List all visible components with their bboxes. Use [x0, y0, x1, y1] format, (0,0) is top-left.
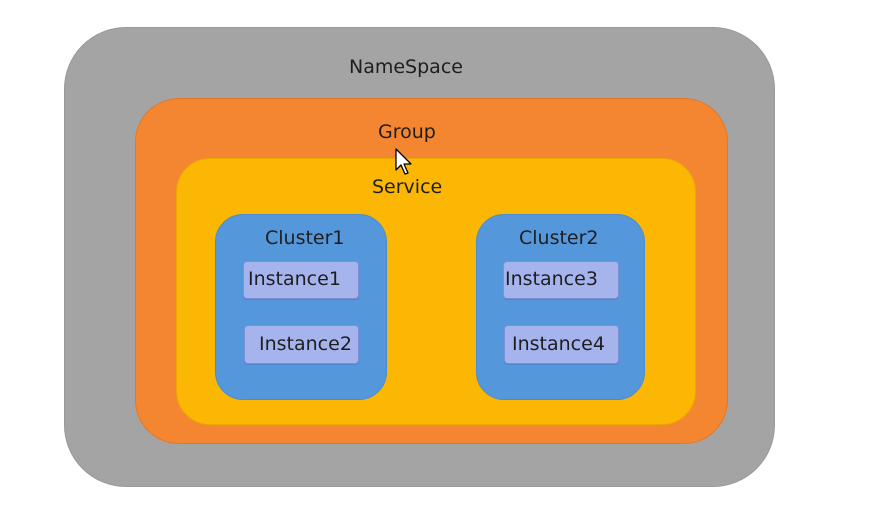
cluster2-container [476, 214, 645, 400]
group-label: Group [378, 121, 436, 143]
namespace-label: NameSpace [349, 56, 463, 78]
instance4-box [504, 325, 619, 364]
cluster2-label: Cluster2 [519, 227, 599, 249]
mouse-pointer-icon [395, 148, 412, 175]
service-label: Service [372, 176, 443, 198]
instance4-label: Instance4 [512, 333, 605, 355]
instance1-label: Instance1 [248, 268, 341, 290]
instance2-label: Instance2 [259, 333, 352, 355]
instance1-box [243, 261, 359, 299]
cluster1-label: Cluster1 [265, 227, 345, 249]
instance2-box [244, 325, 359, 364]
cluster1-container [215, 214, 387, 400]
instance3-box [503, 261, 619, 299]
instance3-label: Instance3 [505, 268, 598, 290]
